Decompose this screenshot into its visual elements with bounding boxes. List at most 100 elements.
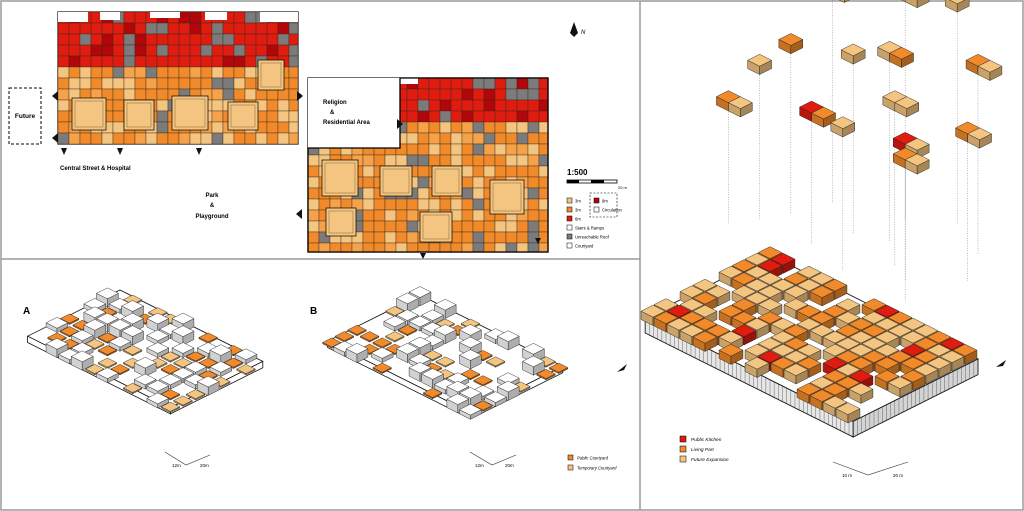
plan-cell xyxy=(538,176,549,189)
plan-cell xyxy=(450,231,463,244)
plan-cell xyxy=(288,22,299,35)
plan-cell xyxy=(178,66,191,79)
plan-cell xyxy=(417,143,430,156)
plan-cell xyxy=(244,22,257,35)
plan-cell xyxy=(461,88,474,101)
plan-cell xyxy=(90,66,103,79)
plan-cell xyxy=(428,132,441,145)
plan-cell xyxy=(538,242,549,253)
plan-cell xyxy=(134,55,147,68)
plan-cell xyxy=(527,88,540,101)
plan-cell xyxy=(156,88,169,101)
plan-cell xyxy=(450,88,463,101)
dim-b-2: 20m xyxy=(505,463,514,468)
plan-cell xyxy=(406,121,419,134)
plan-cell xyxy=(211,121,224,134)
plan-cell xyxy=(145,77,158,90)
plan-cell xyxy=(244,55,257,68)
plan-cell xyxy=(417,132,430,145)
plan-cell xyxy=(244,66,257,79)
plan-cell xyxy=(428,77,441,90)
plan-cell xyxy=(505,99,518,112)
plan-cell xyxy=(527,77,540,90)
north-arrow-axo xyxy=(617,364,627,372)
plan-cell xyxy=(123,77,136,90)
plan-cell xyxy=(461,187,474,200)
plan-cell xyxy=(101,22,114,35)
plan-cell xyxy=(505,121,518,134)
plan-cell xyxy=(57,121,70,134)
plan-cell xyxy=(461,110,474,123)
courtyard xyxy=(257,59,285,91)
plan-cell xyxy=(384,242,397,253)
plan-cell xyxy=(472,121,485,134)
plan-cell xyxy=(189,132,202,145)
axo-a-model xyxy=(26,287,264,415)
plan-cell xyxy=(211,66,224,79)
plan-cell xyxy=(373,209,386,222)
plan-cell xyxy=(494,231,507,244)
plan-cell xyxy=(222,88,235,101)
dim-a-2: 20m xyxy=(200,463,209,468)
plan-cell xyxy=(450,242,463,253)
plan-cell xyxy=(68,55,81,68)
plan-cell xyxy=(461,176,474,189)
legend-label-floor-3m: 3m xyxy=(575,199,581,204)
plan-cell xyxy=(255,132,268,145)
plan-cell xyxy=(428,110,441,123)
site-plan: Future Central Street & Hospital Park & … xyxy=(8,11,628,259)
plan-cell xyxy=(112,99,125,112)
plan-cell xyxy=(395,242,408,253)
plan-cell xyxy=(167,22,180,35)
plan-cell xyxy=(362,176,375,189)
plan-cell xyxy=(483,132,496,145)
plan-cell xyxy=(57,99,70,112)
courtyard xyxy=(489,179,525,215)
plan-cell xyxy=(167,44,180,57)
plan-cell xyxy=(494,88,507,101)
plan-cell xyxy=(439,242,452,253)
plan-cell xyxy=(406,154,419,167)
legend-label-floor-3m-b: 3m xyxy=(575,208,581,213)
plan-cell xyxy=(527,187,540,200)
exploded-floating-modules xyxy=(715,0,1003,175)
plan-cell xyxy=(156,121,169,134)
plan-cell xyxy=(233,132,246,145)
plan-cell xyxy=(112,22,125,35)
plan-cell xyxy=(538,231,549,244)
plan-cell xyxy=(505,77,518,90)
plan-cell xyxy=(461,242,474,253)
plan-cell xyxy=(222,66,235,79)
plan-cell xyxy=(90,132,103,145)
plan-cell xyxy=(266,33,279,46)
plan-cell xyxy=(483,220,496,233)
plan-cell xyxy=(112,55,125,68)
plan-cell xyxy=(79,132,92,145)
plan-cell xyxy=(101,132,114,145)
plan-cell xyxy=(417,110,430,123)
plan-cell xyxy=(450,143,463,156)
plan-cell xyxy=(428,143,441,156)
plan-cell xyxy=(417,176,430,189)
plan-cell xyxy=(472,187,485,200)
plan-cell xyxy=(362,165,375,178)
plan-cell xyxy=(57,110,70,123)
plan-cell xyxy=(112,88,125,101)
plan-cell xyxy=(384,231,397,244)
plan-cell xyxy=(494,242,507,253)
plan-cell xyxy=(527,154,540,167)
plan-cell xyxy=(178,44,191,57)
scale-label: 1:500 xyxy=(567,168,588,177)
plan-cell xyxy=(189,44,202,57)
plan-cell xyxy=(406,198,419,211)
plan-cell xyxy=(145,88,158,101)
plan-cell xyxy=(439,77,452,90)
plan-cell xyxy=(516,143,529,156)
north-label-plan: N xyxy=(581,30,586,36)
plan-cell xyxy=(57,55,70,68)
plan-cell xyxy=(244,77,257,90)
plan-cell xyxy=(406,88,419,101)
plan-cell xyxy=(472,209,485,222)
